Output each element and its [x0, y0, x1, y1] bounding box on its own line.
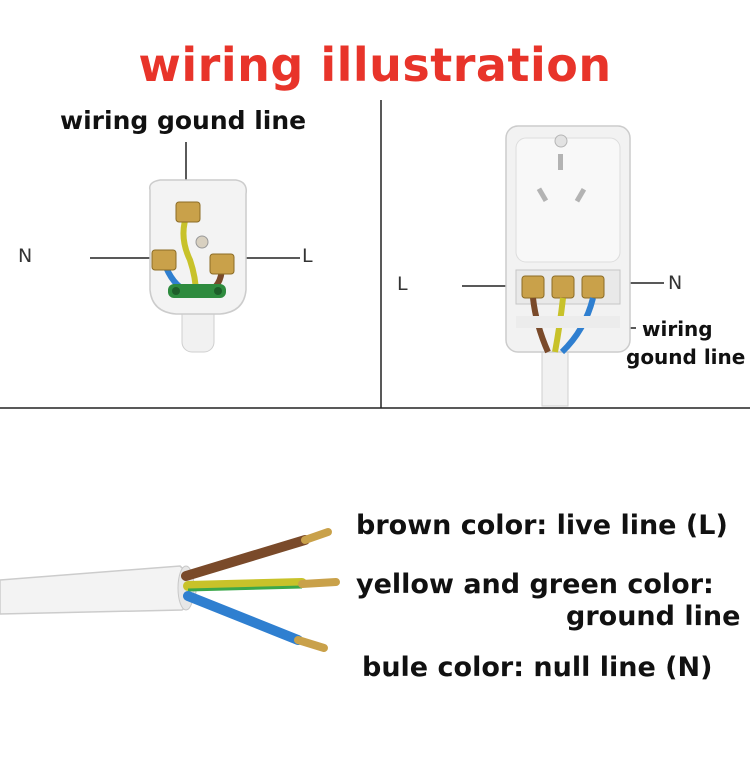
plug-l-terminal — [209, 253, 235, 275]
cable-green-stripe — [187, 585, 303, 592]
socket-l-terminal — [521, 275, 545, 299]
socket-pin-left — [536, 187, 549, 203]
socket-ground-label-line1: wiring — [642, 317, 713, 341]
socket-ground-label-line2: gound line — [626, 345, 746, 369]
plug-ground-label: wiring gound line — [60, 106, 307, 135]
socket-l-label: L — [397, 273, 408, 295]
socket-bottom-clamp — [516, 316, 620, 328]
cable-yellow-green-wire — [183, 578, 307, 591]
cable-blue-wire — [183, 591, 303, 645]
cable-blue-tip — [294, 636, 328, 652]
cable-brown-tip — [301, 528, 332, 544]
plug-ground-terminal — [175, 201, 201, 223]
cable-sheath — [0, 565, 197, 615]
plug-illustration — [90, 142, 300, 353]
socket-cable — [541, 345, 569, 407]
cable-illustration — [0, 528, 340, 652]
legend-yellow-green-line2: ground line — [566, 601, 741, 632]
plug-n-label: N — [18, 245, 33, 267]
plug-cable-clamp — [168, 284, 226, 298]
socket-n-label: N — [668, 272, 683, 294]
socket-ground-terminal — [551, 275, 575, 299]
page-title: wiring illustration — [138, 38, 612, 92]
socket-illustration — [462, 125, 664, 407]
socket-n-terminal — [581, 275, 605, 299]
socket-pin-right — [574, 187, 587, 203]
cable-yellow-green-tip — [298, 578, 340, 588]
socket-pin-top — [558, 154, 563, 170]
legend-yellow-green-line1: yellow and green color: — [356, 569, 714, 600]
cable-brown-wire — [181, 535, 310, 581]
plug-fuse-screw — [195, 235, 209, 249]
socket-indicator — [554, 134, 568, 148]
legend-brown: brown color: live line (L) — [356, 510, 728, 541]
plug-l-label: L — [302, 245, 313, 267]
socket-face — [515, 137, 621, 263]
plug-n-terminal — [151, 249, 177, 271]
legend-blue: bule color: null line (N) — [362, 652, 713, 683]
